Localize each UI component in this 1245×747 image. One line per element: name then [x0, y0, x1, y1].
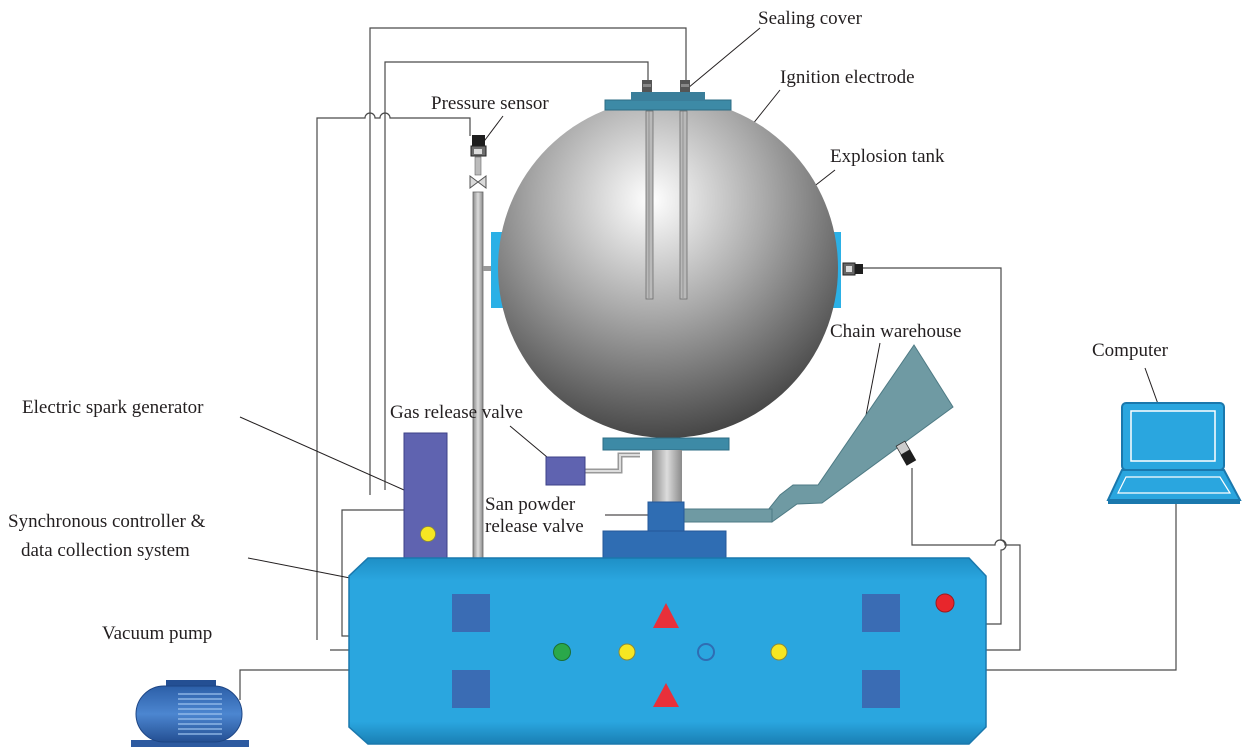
label-vacuum-pump: Vacuum pump [102, 623, 212, 644]
label-chain-warehouse: Chain warehouse [830, 321, 961, 342]
status-light-red [935, 593, 955, 613]
tank-sphere [498, 98, 838, 438]
bottom-flange [602, 437, 730, 451]
sensor-icon [842, 262, 863, 276]
sensor-pipe [472, 191, 484, 559]
label-powder-valve-line2: release valve [485, 516, 584, 537]
label-controller-line2: data collection system [21, 540, 190, 561]
status-light-yellow [770, 643, 788, 661]
sealing-cover-top [631, 92, 705, 101]
signal-wires [239, 27, 1177, 700]
up-arrow-icon[interactable] [653, 603, 679, 628]
pressure-sensor-assembly [469, 135, 495, 559]
gas-release-valve[interactable] [545, 452, 640, 486]
powder-release-valve[interactable] [602, 501, 727, 562]
sealing-cover-plate [604, 99, 732, 111]
labels: Sealing cover Ignition electrode Pressur… [8, 8, 1169, 644]
label-pressure-sensor: Pressure sensor [431, 93, 549, 114]
label-powder-valve-line1: San powder [485, 494, 576, 515]
control-console [348, 557, 987, 745]
sensor-icon [895, 440, 917, 466]
label-sealing-cover: Sealing cover [758, 8, 863, 29]
status-light-off [697, 643, 715, 661]
bolt-icon [642, 80, 652, 92]
status-light-yellow [618, 643, 636, 661]
explosion-tank [491, 80, 841, 502]
up-arrow-icon[interactable] [653, 683, 679, 707]
label-ignition-electrode: Ignition electrode [780, 67, 915, 88]
laptop-icon [1106, 402, 1242, 504]
status-light-green [553, 643, 571, 661]
label-computer: Computer [1092, 340, 1169, 361]
label-gas-release-valve: Gas release valve [390, 402, 523, 423]
ignition-electrode-right [679, 110, 688, 300]
label-controller-line1: Synchronous controller & [8, 511, 206, 532]
chain-warehouse [683, 344, 954, 523]
bolt-icon [680, 80, 690, 92]
panel-button[interactable] [862, 670, 900, 708]
pump-icon [131, 680, 249, 747]
electric-spark-generator [403, 432, 448, 561]
panel-button[interactable] [452, 670, 490, 708]
valve-icon[interactable] [469, 175, 487, 189]
label-electric-spark-generator: Electric spark generator [22, 397, 204, 418]
pipe-connector [483, 266, 495, 271]
sensor-icon [470, 135, 487, 176]
spark-indicator-light [420, 526, 436, 542]
label-explosion-tank: Explosion tank [830, 146, 945, 167]
panel-button[interactable] [452, 594, 490, 632]
panel-button[interactable] [862, 594, 900, 632]
ignition-electrode-left [645, 110, 654, 300]
tank-stand [652, 450, 682, 502]
